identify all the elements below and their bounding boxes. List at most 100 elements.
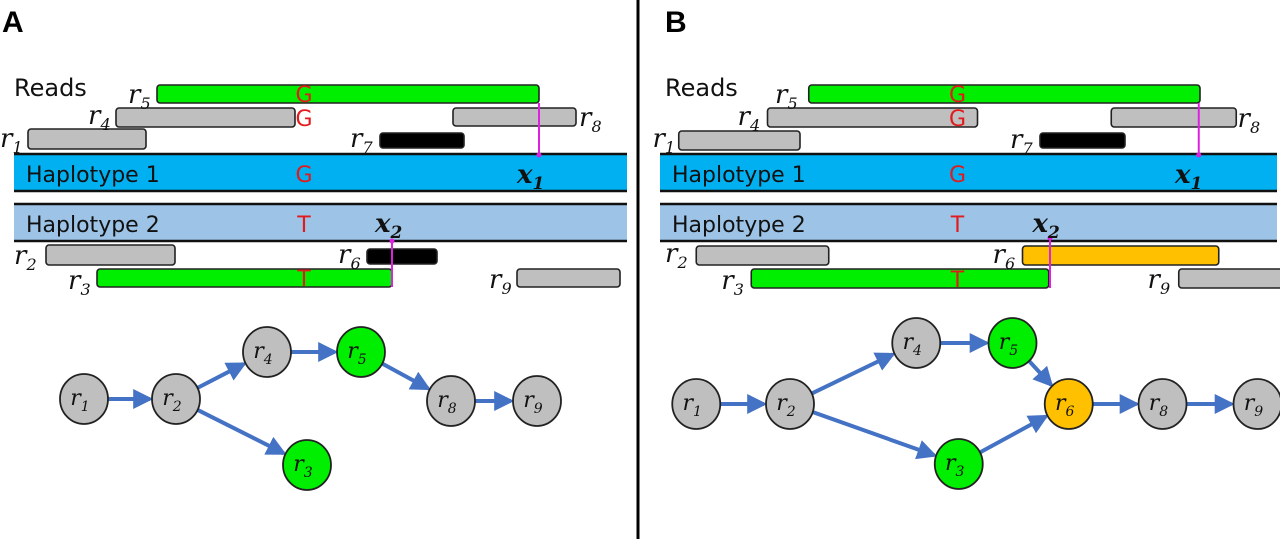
read-allele: G xyxy=(295,83,312,108)
read-bar xyxy=(45,244,176,266)
graph-node-r4: r4 xyxy=(891,317,942,369)
read-r9: r9 xyxy=(489,265,621,298)
read-allele: T xyxy=(950,268,965,293)
read-label: r5 xyxy=(128,80,151,113)
read-r8: r8 xyxy=(452,103,602,136)
node-label: r8 xyxy=(1149,391,1169,420)
graph-node-r5: r5 xyxy=(336,326,386,378)
node-circle xyxy=(59,373,109,425)
node-circle xyxy=(1137,378,1188,430)
read-r7: r7 xyxy=(1010,125,1126,158)
haplotype-label: Haplotype 1 xyxy=(26,163,160,188)
haplotype-allele: T xyxy=(950,213,965,238)
read-r8: r8 xyxy=(1110,104,1261,137)
read-label: r4 xyxy=(738,102,761,135)
edge-r5-r6 xyxy=(1027,359,1054,388)
read-label: r8 xyxy=(1238,104,1261,137)
graph-node-r5: r5 xyxy=(987,317,1038,369)
graph-node-r1: r1 xyxy=(671,378,722,430)
marker-x2: x2 xyxy=(1032,209,1061,288)
read-bar xyxy=(1110,107,1238,128)
graph-node-r6: r6 xyxy=(1043,378,1094,430)
read-label: r5 xyxy=(775,80,798,113)
marker-label: x2 xyxy=(374,209,403,243)
node-circle xyxy=(1043,378,1094,430)
node-label: r2 xyxy=(162,386,182,415)
read-label: r3 xyxy=(721,266,744,299)
read-bar xyxy=(96,268,393,288)
read-graph: r1 r2 r4 r5 r3 r6 r8 r9 xyxy=(671,317,1280,490)
read-bar xyxy=(677,130,801,151)
read-r1: r1 xyxy=(0,124,147,157)
graph-node-r2: r2 xyxy=(765,378,815,430)
haplotype-label: Haplotype 1 xyxy=(672,163,806,188)
graph-node-r3: r3 xyxy=(933,438,984,490)
edge-r2-r4 xyxy=(810,352,896,396)
node-circle xyxy=(671,378,722,430)
read-label: r3 xyxy=(68,266,91,299)
read-r1: r1 xyxy=(653,124,801,157)
panel-label: B xyxy=(665,6,687,39)
read-r4: r4 G xyxy=(738,102,979,135)
read-bar xyxy=(1177,268,1280,289)
reads-label: Reads xyxy=(665,74,738,102)
edge-r3-r6 xyxy=(978,414,1049,455)
read-r3: r3 T xyxy=(721,266,1050,299)
node-circle xyxy=(765,378,815,430)
node-label: r1 xyxy=(683,391,702,420)
node-circle xyxy=(282,439,332,491)
panel-label: A xyxy=(2,6,24,39)
graph-node-r9: r9 xyxy=(512,375,562,427)
read-allele: T xyxy=(296,267,311,292)
graph-node-r9: r9 xyxy=(1232,378,1280,430)
read-label: r4 xyxy=(88,101,111,134)
read-label: r6 xyxy=(338,240,361,273)
edge-r2-r3 xyxy=(811,410,938,460)
read-allele: G xyxy=(949,107,966,132)
read-bar xyxy=(695,245,830,266)
read-label: r1 xyxy=(653,124,676,157)
node-label: r4 xyxy=(253,339,272,368)
read-r3: r3 T xyxy=(68,266,393,299)
read-label: r1 xyxy=(0,124,23,157)
haplotype-1-band: Haplotype 1 G xyxy=(14,152,627,193)
node-circle xyxy=(426,375,476,427)
marker-label: x2 xyxy=(1032,209,1061,243)
read-bar xyxy=(1039,132,1126,149)
marker-x1: x1 xyxy=(1174,103,1202,194)
node-circle xyxy=(891,317,942,369)
read-r6: r6 xyxy=(993,240,1220,273)
read-label: r6 xyxy=(993,240,1016,273)
haplotype-allele: G xyxy=(295,163,312,188)
edge-r2-r4 xyxy=(196,362,247,390)
read-label: r8 xyxy=(579,103,602,136)
edge-r5-r8 xyxy=(381,361,431,391)
read-r5: r5 G xyxy=(128,80,540,113)
node-circle xyxy=(151,373,201,425)
node-circle xyxy=(933,438,984,490)
read-label: r2 xyxy=(14,241,37,274)
node-circle xyxy=(336,326,386,378)
node-label: r9 xyxy=(1244,391,1264,420)
graph-node-r2: r2 xyxy=(151,373,201,425)
node-label: r8 xyxy=(437,388,457,417)
node-circle xyxy=(1232,378,1280,430)
read-r6: r6 xyxy=(338,240,438,273)
read-r9: r9 xyxy=(1148,265,1280,298)
read-bar xyxy=(807,84,1201,104)
read-bar xyxy=(115,107,296,128)
read-label: r2 xyxy=(665,239,688,272)
haplotype-label: Haplotype 2 xyxy=(672,213,806,238)
graph-node-r8: r8 xyxy=(1137,378,1188,430)
node-circle xyxy=(242,326,292,378)
haplotype-allele: T xyxy=(296,213,311,238)
node-label: r5 xyxy=(999,330,1019,359)
node-label: r2 xyxy=(776,391,796,420)
node-label: r3 xyxy=(293,452,313,481)
edge-r2-r3 xyxy=(196,408,287,456)
